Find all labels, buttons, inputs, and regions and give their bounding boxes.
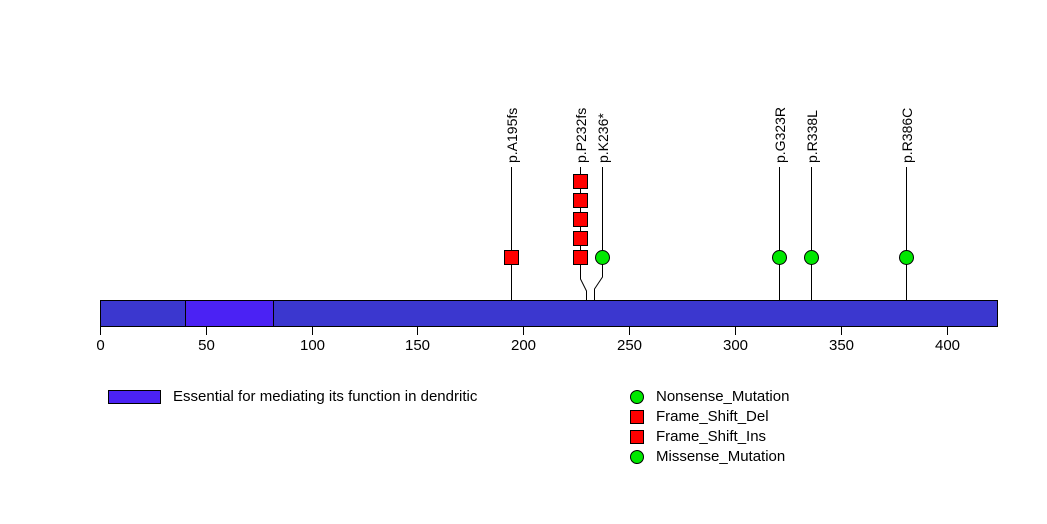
legend-marker-frame-shift-ins[interactable] [630,430,644,444]
axis-tick-250 [629,327,630,335]
mutation-marker-g323r[interactable] [772,250,787,265]
legend-label-frame-shift-ins: Frame_Shift_Ins [656,428,767,445]
axis-tick-350 [841,327,842,335]
axis-tick-label-400: 400 [934,337,961,354]
mutation-label-a195fs: p.A195fs [504,107,520,163]
legend-marker-nonsense-mutation[interactable] [630,390,644,404]
mutation-marker-p232fs-1[interactable] [573,174,588,189]
lollipop-stem-r386c [906,167,907,301]
axis-tick-200 [523,327,524,335]
mutation-marker-r338l[interactable] [804,250,819,265]
mutation-marker-a195fs[interactable] [504,250,519,265]
axis-tick-400 [947,327,948,335]
mutation-marker-p232fs-5[interactable] [573,250,588,265]
legend-domain-swatch[interactable] [108,390,161,404]
axis-tick-label-200: 200 [510,337,537,354]
axis-tick-label-50: 50 [198,337,215,354]
mutation-label-r386c: p.R386C [899,107,915,163]
domain-region-essential-for-mediating[interactable] [185,300,274,327]
axis-tick-0 [100,327,101,335]
lollipop-stem-r338l [811,167,812,301]
lollipop-stem-kink-p232fs [580,269,587,301]
lollipop-stem-g323r [779,167,780,301]
axis-tick-label-150: 150 [404,337,431,354]
legend-domain-label: Essential for mediating its function in … [173,388,478,405]
legend-label-nonsense-mutation: Nonsense_Mutation [656,388,790,405]
axis-tick-150 [417,327,418,335]
legend-marker-frame-shift-del[interactable] [630,410,644,424]
axis-tick-100 [312,327,313,335]
lollipop-stem-kink-k236x [594,267,603,301]
lollipop-stem-k236x-upper [602,167,603,269]
legend-label-missense-mutation: Missense_Mutation [656,448,786,465]
mutation-label-k236x: p.K236* [595,113,611,163]
mutation-label-g323r: p.G323R [772,106,788,163]
mutation-marker-p232fs-2[interactable] [573,193,588,208]
mutation-label-r338l: p.R338L [804,110,820,163]
mutation-marker-p232fs-3[interactable] [573,212,588,227]
mutation-marker-p232fs-4[interactable] [573,231,588,246]
legend-label-frame-shift-del: Frame_Shift_Del [656,408,769,425]
axis-tick-label-100: 100 [299,337,326,354]
axis-tick-300 [735,327,736,335]
axis-tick-label-0: 0 [96,337,105,354]
axis-tick-label-250: 250 [616,337,643,354]
axis-tick-50 [206,327,207,335]
lollipop-stem-a195fs [511,167,512,301]
legend-marker-missense-mutation[interactable] [630,450,644,464]
mutation-marker-k236x[interactable] [595,250,610,265]
mutation-label-p232fs: p.P232fs [573,107,589,163]
axis-tick-label-350: 350 [828,337,855,354]
mutation-marker-r386c[interactable] [899,250,914,265]
axis-tick-label-300: 300 [722,337,749,354]
